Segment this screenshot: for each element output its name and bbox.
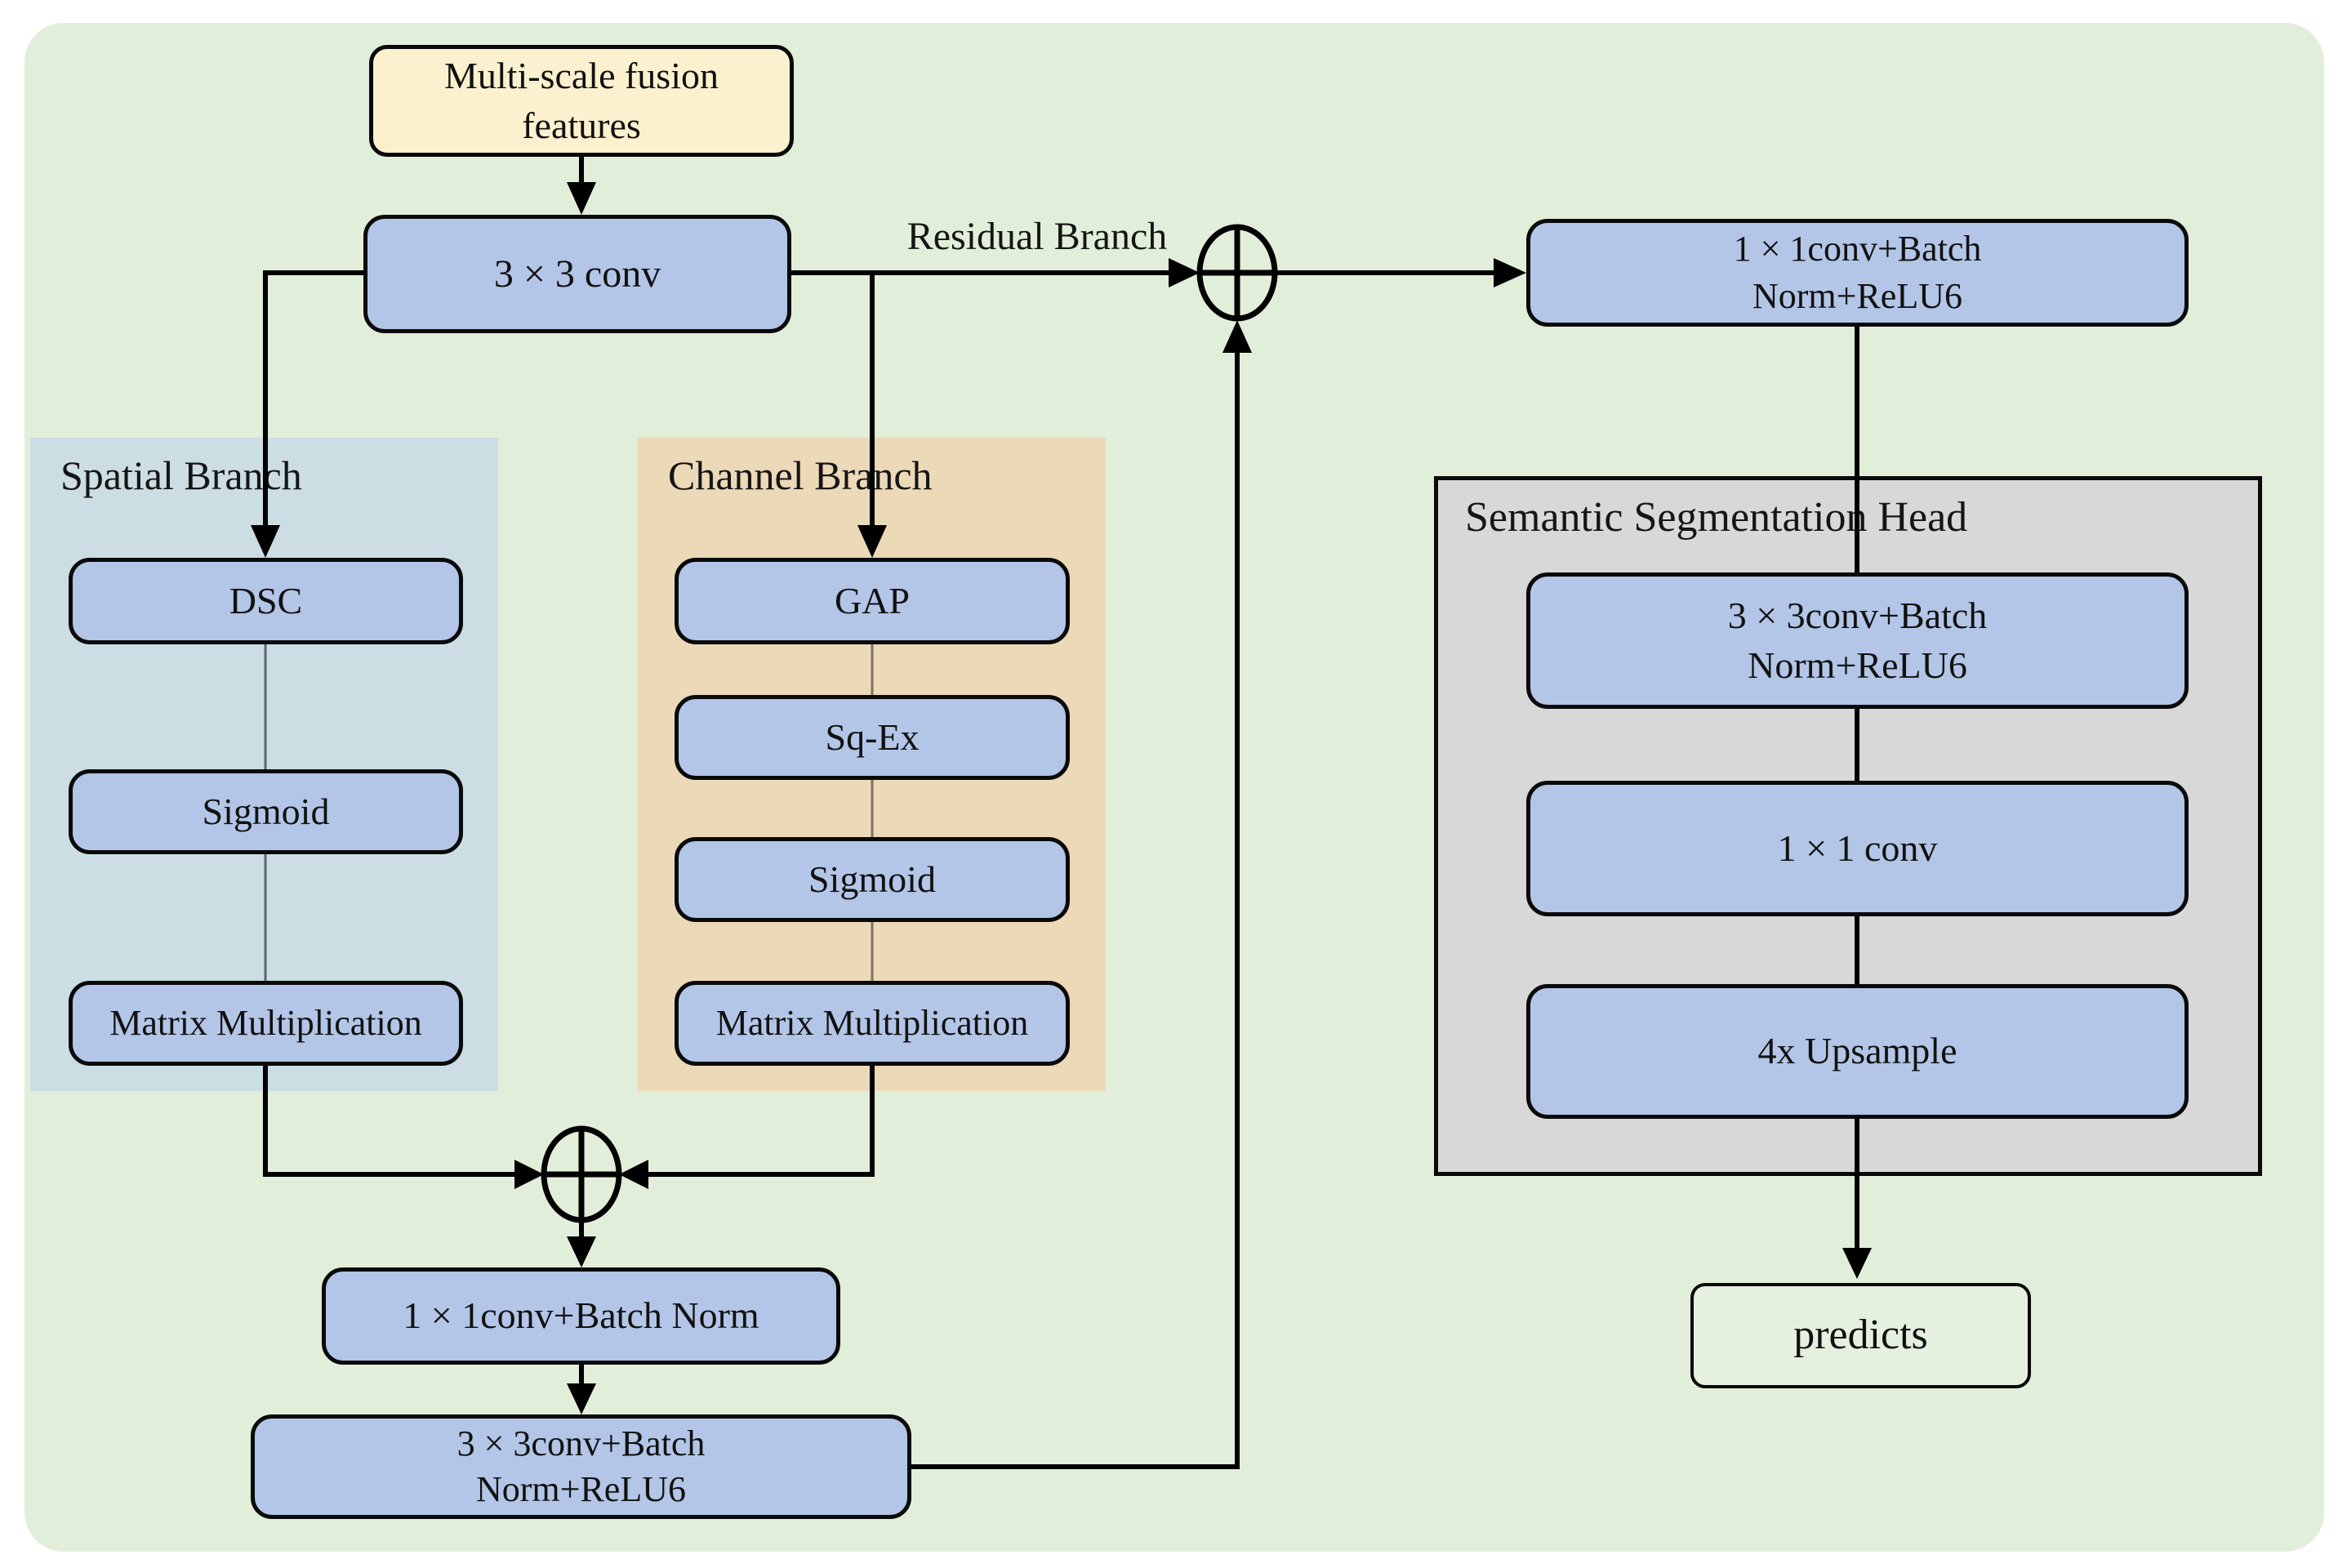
residual-sum-icon (1196, 224, 1278, 322)
multi-scale-fusion-features-node: Multi-scale fusion features (369, 45, 794, 157)
arrow-into-conv11bn (567, 1236, 596, 1267)
sum-icons (541, 224, 1278, 1223)
thick-wires (263, 157, 1859, 1469)
residual-branch-label: Residual Branch (906, 215, 1168, 258)
residual-conv1x1-bn-relu6-text: 1 × 1conv+Batch Norm+ReLU6 (1733, 228, 1982, 316)
arrow-into-fusesum-left (514, 1160, 544, 1189)
arrow-into-fusesum-right (619, 1160, 648, 1189)
arrow-into-dsc (251, 525, 280, 558)
branch-sum-icon (541, 1125, 622, 1223)
segmentation-head-label: Semantic Segmentation Head (1465, 494, 1968, 541)
residual-conv1x1-bn-relu6-node: 1 × 1conv+Batch Norm+ReLU6 (1526, 219, 2189, 327)
conv1x1-batchnorm-node: 1 × 1conv+Batch Norm (322, 1267, 840, 1365)
conv3x3-node: 3 × 3 conv (363, 215, 791, 333)
channel-matrix-multiplication-node: Matrix Multiplication (675, 981, 1070, 1066)
spatial-sigmoid-node: Sigmoid (69, 769, 463, 854)
gap-node: GAP (675, 558, 1070, 644)
arrow-into-sum-bottom (1222, 320, 1252, 353)
arrowheads (251, 182, 1872, 1414)
head-conv3x3-bn-relu6-text: 3 × 3conv+Batch Norm+ReLU6 (1727, 594, 1988, 686)
channel-sigmoid-node: Sigmoid (675, 837, 1070, 922)
head-upsample-node: 4x Upsample (1526, 984, 2189, 1119)
arrow-into-conv33 (567, 182, 596, 215)
head-conv3x3-bn-relu6-node: 3 × 3conv+Batch Norm+ReLU6 (1526, 572, 2189, 709)
arrow-into-predicts (1842, 1248, 1872, 1279)
arrow-into-residual-box (1494, 258, 1526, 287)
spatial-branch-label: Spatial Branch (60, 452, 302, 498)
spatial-matrix-multiplication-node: Matrix Multiplication (69, 981, 463, 1066)
channel-branch-label: Channel Branch (668, 452, 933, 498)
sq-ex-node: Sq-Ex (675, 695, 1070, 780)
predicts-node: predicts (1690, 1283, 2031, 1388)
dsc-node: DSC (69, 558, 463, 644)
arrow-into-gap (857, 525, 887, 558)
multi-scale-fusion-features-text: Multi-scale fusion features (444, 54, 719, 146)
arrow-into-sum-left (1169, 258, 1200, 287)
conv3x3-bn-relu6-node: 3 × 3conv+Batch Norm+ReLU6 (251, 1414, 911, 1519)
conv3x3-bn-relu6-text: 3 × 3conv+Batch Norm+ReLU6 (456, 1423, 706, 1509)
arrow-into-bottom-conv (567, 1383, 596, 1414)
head-conv1x1-node: 1 × 1 conv (1526, 781, 2189, 916)
